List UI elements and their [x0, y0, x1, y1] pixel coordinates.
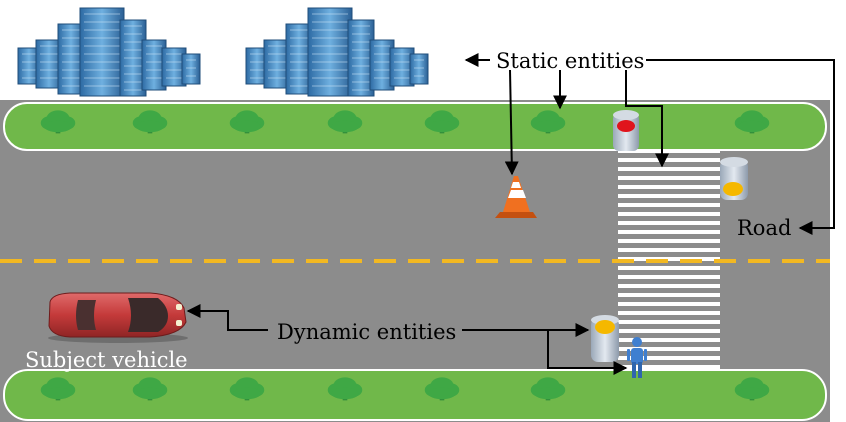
tree-icon	[424, 110, 460, 134]
crosswalk-stripe	[618, 257, 720, 261]
crosswalk-stripe	[618, 221, 720, 225]
traffic-light-icon	[720, 157, 748, 200]
crosswalk-stripe	[618, 302, 720, 306]
traffic-light-icon	[591, 315, 619, 362]
tree-icon	[530, 110, 566, 134]
crosswalk-stripe	[618, 266, 720, 270]
annotation-arrows	[186, 53, 835, 375]
crosswalk-stripe	[618, 194, 720, 198]
crosswalk-stripe	[618, 248, 720, 252]
bottom-trees	[40, 377, 770, 401]
crosswalk-stripe	[618, 176, 720, 180]
dynamic-entities-label: Dynamic entities	[277, 320, 456, 344]
traffic-cone-icon	[495, 176, 537, 218]
road-label: Road	[737, 216, 791, 240]
top-trees	[40, 110, 770, 134]
crosswalk-stripe	[618, 365, 720, 369]
tree-icon	[424, 377, 460, 401]
crosswalk-stripe	[618, 239, 720, 243]
crosswalk-stripe	[618, 338, 720, 342]
crosswalk-stripe	[618, 320, 720, 324]
building-icon	[17, 7, 201, 97]
tree-icon	[327, 110, 363, 134]
static-entities-label: Static entities	[496, 49, 644, 73]
crosswalk-stripe	[618, 230, 720, 234]
crosswalk-stripe	[618, 275, 720, 279]
crosswalk-stripe	[618, 311, 720, 315]
crosswalk-stripe	[618, 167, 720, 171]
crosswalk-stripe	[618, 284, 720, 288]
building-icon	[245, 7, 429, 97]
tree-icon	[229, 377, 265, 401]
tree-icon	[734, 377, 770, 401]
crosswalk-stripe	[618, 212, 720, 216]
crosswalk-stripe	[618, 329, 720, 333]
crosswalk-stripe	[618, 158, 720, 162]
tree-icon	[734, 110, 770, 134]
tree-icon	[40, 377, 76, 401]
tree-icon	[229, 110, 265, 134]
tree-icon	[40, 110, 76, 134]
crosswalk-stripe	[618, 185, 720, 189]
pedestrian-icon	[627, 337, 647, 378]
car-icon	[48, 292, 188, 343]
tree-icon	[132, 377, 168, 401]
bottom-median-strip	[3, 369, 827, 421]
crosswalk-stripe	[618, 203, 720, 207]
tree-icon	[132, 110, 168, 134]
tree-icon	[530, 377, 566, 401]
crosswalk-stripe	[618, 293, 720, 297]
crosswalk-stripe	[618, 347, 720, 351]
top-median-strip	[3, 102, 827, 151]
traffic-light-icon	[613, 110, 639, 151]
tree-icon	[327, 377, 363, 401]
subject-vehicle-label: Subject vehicle	[25, 348, 188, 372]
crosswalk-stripe	[618, 356, 720, 360]
